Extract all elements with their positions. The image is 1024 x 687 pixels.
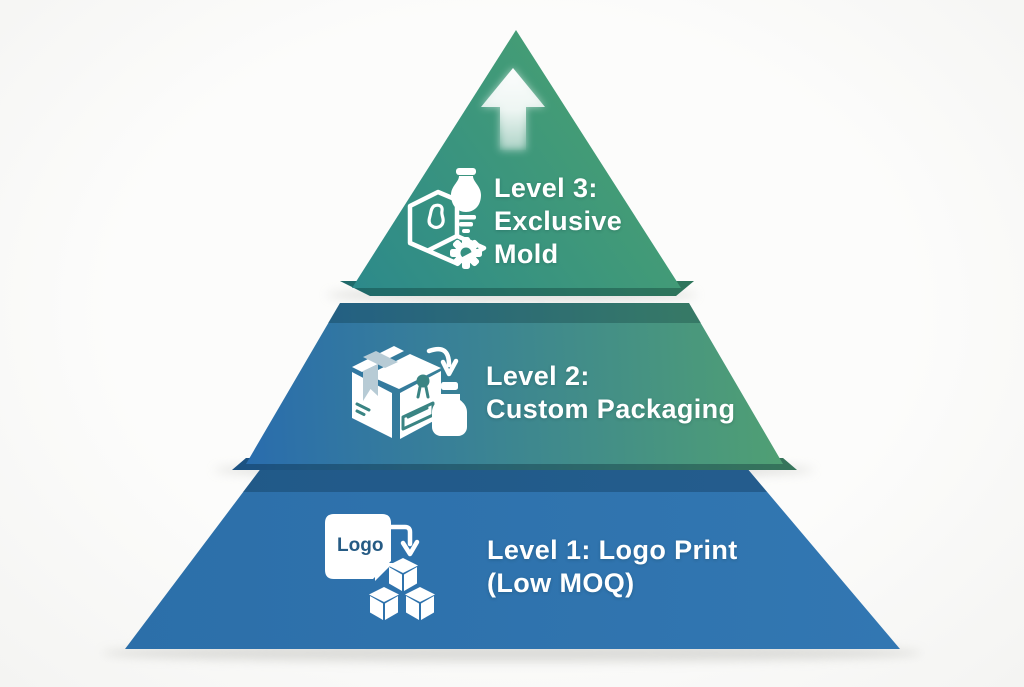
curved-arrow-icon <box>426 346 459 377</box>
level-1-label: Level 1: Logo Print (Low MOQ) <box>487 534 738 600</box>
custom-packaging-icon <box>352 346 467 439</box>
mold-block <box>407 189 487 266</box>
level-2-label: Level 2: Custom Packaging <box>486 360 735 426</box>
up-arrow-icon <box>481 68 545 150</box>
pyramid-level-1-shape <box>125 467 900 649</box>
mold-cavity <box>427 203 445 229</box>
seal-badge <box>416 374 430 399</box>
level-1-label-line-2: (Low MOQ) <box>487 568 635 598</box>
level-2-label-line-1: Level 2: <box>486 361 590 391</box>
level-3-label-line-2: Exclusive <box>494 206 623 236</box>
logo-document <box>325 514 391 579</box>
pyramid-level-3-shape <box>340 30 694 296</box>
level-2-top-bevel <box>328 303 701 323</box>
level-3-label: Level 3: Exclusive Mold <box>494 172 622 271</box>
logo-print-icon: Logo <box>325 514 435 620</box>
ribbon <box>363 351 398 368</box>
gear-icon <box>450 237 482 269</box>
bottle <box>432 382 467 436</box>
level-3-label-line-3: Mold <box>494 239 559 269</box>
logo-badge-text: Logo <box>337 535 383 556</box>
folded-corner <box>375 563 393 581</box>
down-arrow-icon <box>378 524 420 557</box>
boxes-stack <box>369 558 435 620</box>
mold-icon <box>407 168 487 269</box>
level-1-label-line-1: Level 1: Logo Print <box>487 535 738 565</box>
level-2-label-line-2: Custom Packaging <box>486 394 736 424</box>
level-1-top-bevel <box>243 467 767 492</box>
ribbon-tail <box>363 364 378 401</box>
level-3-label-line-1: Level 3: <box>494 173 598 203</box>
